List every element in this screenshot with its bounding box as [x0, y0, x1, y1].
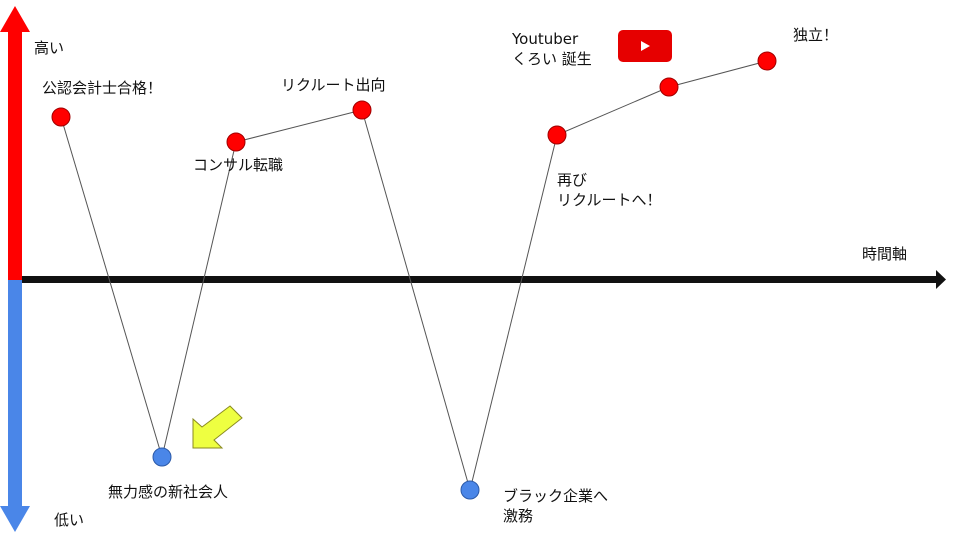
- line-1: 再び: [557, 171, 588, 189]
- event-label-recruit-again: 再び リクルートへ！: [557, 170, 662, 210]
- connector-line: [469, 134, 558, 491]
- event-label-cpa: 公認会計士合格！: [42, 79, 163, 97]
- event-dot-high: [659, 77, 679, 97]
- time-axis-label: 時間軸: [862, 245, 908, 263]
- event-label-new-employee: 無力感の新社会人: [108, 483, 229, 501]
- low-label: 低い: [54, 511, 85, 529]
- line-1: Youtuber: [512, 30, 579, 48]
- time-axis-arrowhead: [936, 270, 946, 289]
- event-label-youtuber: Youtuber くろい 誕生: [512, 29, 592, 69]
- event-dot-high: [547, 125, 567, 145]
- event-label-recruit-secondment: リクルート出向: [281, 76, 386, 94]
- event-label-black-company: ブラック企業へ 激務: [503, 486, 608, 526]
- event-dot-low: [152, 447, 172, 467]
- event-dot-high: [757, 51, 777, 71]
- event-dot-high: [352, 100, 372, 120]
- connector-line: [235, 109, 363, 143]
- connector-line: [361, 109, 471, 491]
- connector-line: [556, 86, 670, 136]
- low-axis-arrowhead: [0, 506, 30, 532]
- line-2: 激務: [503, 507, 534, 525]
- yellow-arrow-icon: [192, 405, 243, 449]
- event-dot-low: [460, 480, 480, 500]
- high-axis-bar: [8, 30, 22, 280]
- event-dot-high: [226, 132, 246, 152]
- high-label: 高い: [34, 39, 65, 57]
- connector-line: [60, 116, 163, 458]
- line-1: ブラック企業へ: [503, 487, 609, 505]
- connector-line: [668, 60, 768, 88]
- event-dot-high: [51, 107, 71, 127]
- low-axis-bar: [8, 280, 22, 508]
- event-label-independence: 独立！: [793, 26, 839, 44]
- connector-line: [161, 141, 237, 458]
- time-axis-bar: [22, 276, 938, 283]
- line-2: リクルートへ！: [557, 191, 662, 209]
- high-axis-arrowhead: [0, 6, 30, 32]
- youtube-play-icon: [618, 30, 672, 62]
- event-label-consulting: コンサル転職: [193, 156, 284, 174]
- line-2: くろい 誕生: [512, 50, 592, 68]
